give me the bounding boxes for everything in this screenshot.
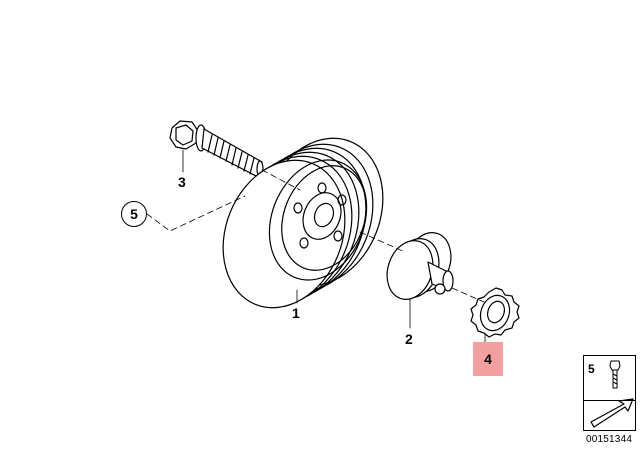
legend-box: 5 [583,355,636,431]
callout-2: 2 [405,331,413,347]
arrow-icon [590,398,634,428]
document-number: 00151344 [586,434,633,445]
callout-4-highlight: 4 [473,342,503,376]
sprocket-part [470,287,520,338]
callout-1: 1 [292,305,300,321]
callout-3: 3 [178,174,186,190]
callout-4-label: 4 [484,351,492,367]
legend-item-number: 5 [588,362,595,376]
bolt-part [169,120,264,178]
callout-5-circle: 5 [121,201,147,227]
legend-divider [584,400,635,401]
hub-part [386,232,454,300]
bolt-icon [609,360,621,389]
pulley-part [222,137,384,309]
leader-lines [146,149,486,343]
callout-5-label: 5 [130,206,138,222]
